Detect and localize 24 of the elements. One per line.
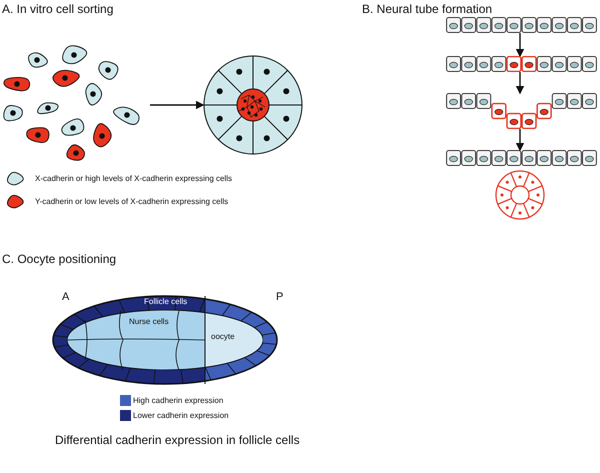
panel-heading: A. In vitro cell sorting — [2, 2, 114, 16]
legend-text: X-cadherin or high levels of X-cadherin expressing cells — [35, 174, 232, 183]
arrow — [516, 72, 524, 94]
region-label: Follicle cells — [144, 297, 188, 306]
nurse-cell-region — [67, 310, 205, 370]
cell-row-drawing — [446, 56, 598, 72]
axis-letter: P — [276, 291, 284, 303]
arrow — [150, 100, 204, 110]
caption: Differential cadherin expression in follicle cells — [55, 433, 300, 447]
panel-heading: C. Oocyte positioning — [2, 252, 116, 266]
region-label: oocyte — [211, 332, 235, 341]
legend-text: High cadherin expression — [133, 396, 224, 405]
panel-heading: B. Neural tube formation — [362, 2, 492, 16]
sorted-aggregate-drawing — [203, 55, 303, 155]
axis-letter: A — [62, 291, 70, 303]
cell-row-drawing — [446, 17, 598, 33]
cell-row-drawing — [446, 150, 598, 166]
legend-text: Lower cadherin expression — [133, 411, 229, 420]
oocyte-region — [205, 310, 263, 370]
arrow — [516, 129, 524, 152]
cell-row-drawing — [446, 93, 598, 129]
arrow — [516, 33, 524, 58]
legend-text: Y-cadherin or low levels of X-cadherin expressing cells — [35, 197, 228, 206]
region-label: Nurse cells — [129, 317, 169, 326]
